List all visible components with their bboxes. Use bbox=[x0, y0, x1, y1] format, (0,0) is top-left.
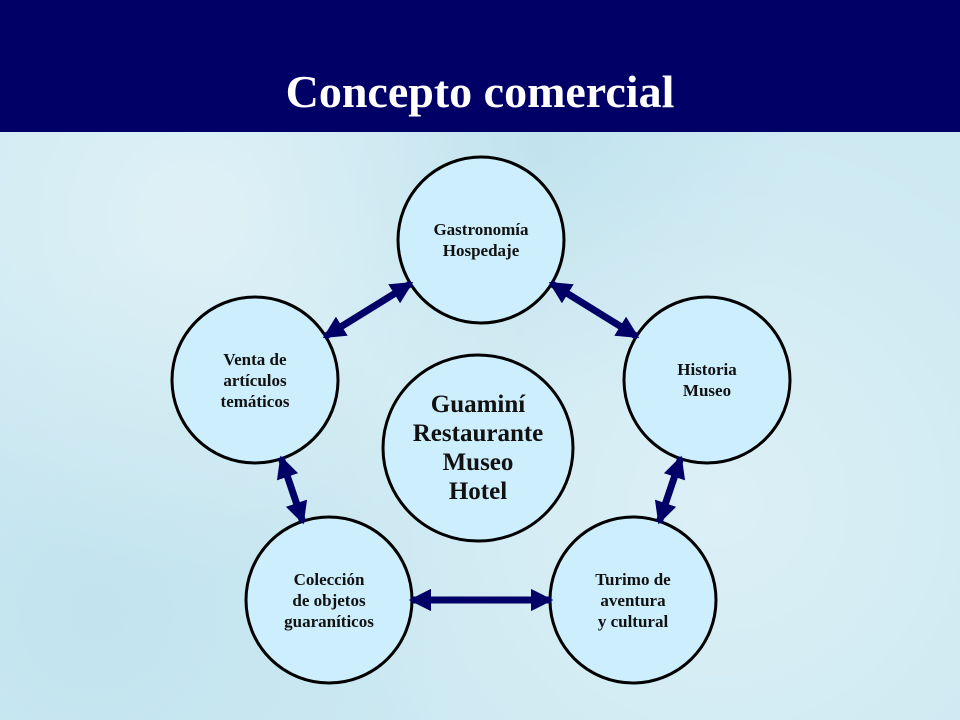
center-circle bbox=[381, 353, 575, 543]
node-turismo-label: Turimo de aventura y cultural bbox=[595, 569, 671, 631]
node-center: Guaminí Restaurante Museo Hotel bbox=[378, 353, 578, 543]
node-venta: Venta de artículos temáticos bbox=[170, 295, 340, 465]
arrow-historia-turismo bbox=[654, 455, 686, 525]
circle-gastronomia bbox=[396, 155, 566, 325]
slide-title: Concepto comercial bbox=[285, 66, 675, 117]
circle-venta bbox=[170, 295, 340, 465]
node-venta-label: Venta de artículos temáticos bbox=[220, 349, 290, 411]
arrow-coleccion-venta bbox=[276, 455, 308, 525]
node-coleccion-label: Colección de objetos guaraníticos bbox=[284, 569, 374, 631]
node-historia: Historia Museo bbox=[622, 295, 792, 465]
title-bar bbox=[0, 0, 960, 132]
center-label: Guaminí Restaurante Museo Hotel bbox=[412, 391, 544, 505]
node-turismo: Turimo de aventura y cultural bbox=[548, 515, 718, 685]
node-historia-label: Historia Museo bbox=[677, 360, 737, 400]
node-gastronomia-label: Gastronomía Hospedaje bbox=[433, 220, 529, 260]
circle-historia bbox=[622, 295, 792, 465]
arrow-gastronomia-historia bbox=[548, 280, 640, 340]
arrow-venta-gastronomia bbox=[322, 280, 414, 340]
node-gastronomia: Gastronomía Hospedaje bbox=[396, 155, 566, 325]
node-coleccion: Colección de objetos guaraníticos bbox=[244, 515, 414, 685]
